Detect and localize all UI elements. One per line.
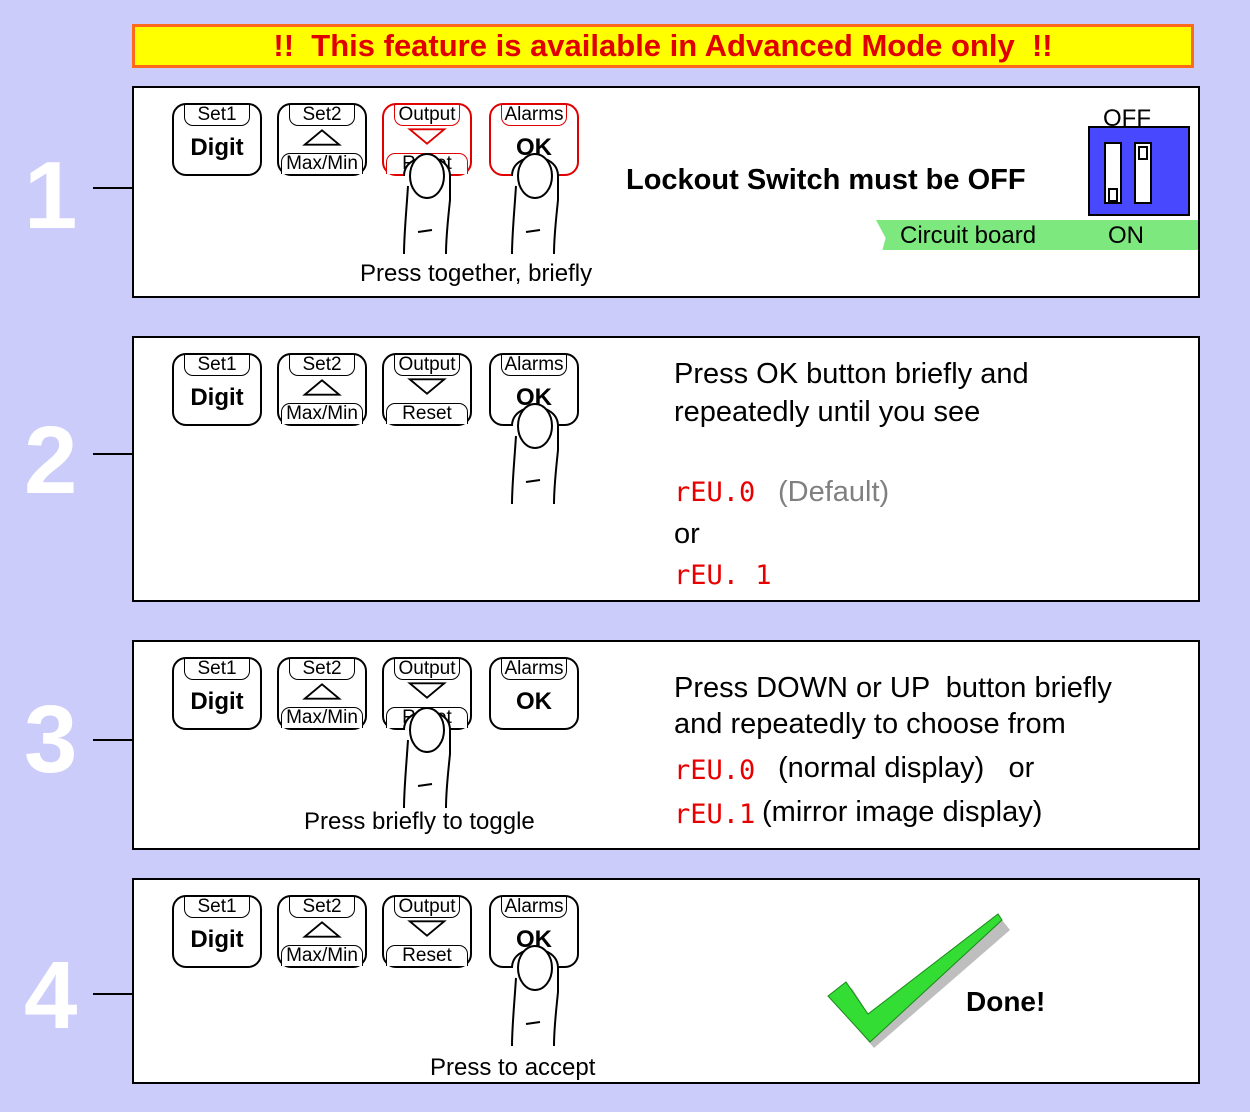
- step-3-number: 3: [24, 686, 78, 793]
- step-3-connector: [93, 739, 133, 741]
- switch-on-label: ON: [1108, 222, 1144, 249]
- finger-press-icon: [403, 707, 451, 809]
- step-2-number: 2: [24, 407, 78, 514]
- key-label-set2: Set2: [289, 105, 355, 126]
- done-label: Done!: [966, 986, 1046, 1017]
- step-1-caption: Press together, briefly: [360, 260, 593, 287]
- key-label-output: Output: [394, 105, 460, 126]
- key-label-set2: Set2: [289, 659, 355, 680]
- key-label-set1: Set1: [184, 897, 250, 918]
- dip-knob: [1138, 146, 1148, 160]
- up-arrow-icon: [302, 129, 342, 146]
- key-label-maxmin: Max/Min: [281, 945, 363, 966]
- key-label-set1: Set1: [184, 659, 250, 680]
- display-reading-b: rEU.1: [674, 799, 756, 830]
- alarms-ok-key[interactable]: Alarms OK: [489, 657, 579, 730]
- dip-knob: [1108, 188, 1118, 202]
- step-3-panel: Set1 Digit Set2 Max/Min Output Reset Ala…: [132, 640, 1200, 850]
- step-4-connector: [93, 993, 133, 995]
- step-2-text-line1: Press OK button briefly and: [674, 358, 1029, 390]
- finger-press-icon: [403, 153, 451, 255]
- step-3-caption: Press briefly to toggle: [304, 808, 535, 835]
- key-label-set1: Set1: [184, 355, 250, 376]
- key-label-set2: Set2: [289, 897, 355, 918]
- key-label-reset: Reset: [386, 403, 468, 424]
- output-down-key[interactable]: Output Reset: [382, 353, 472, 426]
- key-label-maxmin: Max/Min: [281, 153, 363, 174]
- set1-digit-key[interactable]: Set1 Digit: [172, 103, 262, 176]
- step-2-text-line2: repeatedly until you see: [674, 396, 981, 428]
- circuit-board: [876, 220, 1198, 250]
- set2-up-key[interactable]: Set2 Max/Min: [277, 353, 367, 426]
- up-arrow-icon: [302, 379, 342, 396]
- step-2-panel: Set1 Digit Set2 Max/Min Output Reset Ala…: [132, 336, 1200, 602]
- alarms-ok-key[interactable]: Alarms OK: [489, 103, 579, 176]
- down-arrow-icon: [407, 682, 447, 699]
- set2-up-key[interactable]: Set2 Max/Min: [277, 895, 367, 968]
- dip-switch-icon: [1088, 126, 1190, 216]
- step-1-number: 1: [24, 142, 78, 249]
- step-3-text-line1: Press DOWN or UP button briefly: [674, 672, 1112, 704]
- output-down-key[interactable]: Output Reset: [382, 895, 472, 968]
- dip-slot: [1104, 142, 1122, 204]
- key-label-ok: OK: [516, 688, 552, 715]
- display-reading-b-note: (mirror image display): [762, 796, 1043, 828]
- display-reading-a-note: (Default): [778, 476, 890, 508]
- display-reading-a: rEU.0: [674, 755, 756, 786]
- lockout-instruction: Lockout Switch must be OFF: [626, 164, 1026, 196]
- key-label-alarms: Alarms: [501, 355, 567, 376]
- down-arrow-icon: [407, 128, 447, 145]
- key-label-digit: Digit: [190, 134, 244, 161]
- circuit-board-label: Circuit board: [900, 222, 1037, 249]
- checkmark-icon: [827, 913, 1010, 1048]
- down-arrow-icon: [407, 920, 447, 937]
- set2-up-key[interactable]: Set2 Max/Min: [277, 103, 367, 176]
- key-label-output: Output: [394, 659, 460, 680]
- display-reading-a: rEU.0: [674, 477, 756, 508]
- finger-press-icon: [511, 403, 559, 505]
- key-label-digit: Digit: [190, 384, 244, 411]
- up-arrow-icon: [302, 683, 342, 700]
- up-arrow-icon: [302, 921, 342, 938]
- display-reading-b: rEU. 1: [674, 560, 772, 591]
- key-label-reset: Reset: [386, 945, 468, 966]
- step-3-text-line2: and repeatedly to choose from: [674, 708, 1066, 740]
- set1-digit-key[interactable]: Set1 Digit: [172, 353, 262, 426]
- key-label-set2: Set2: [289, 355, 355, 376]
- key-label-output: Output: [394, 355, 460, 376]
- step-4-number: 4: [24, 942, 78, 1049]
- key-label-set1: Set1: [184, 105, 250, 126]
- step-2-connector: [93, 453, 133, 455]
- or-text: or: [674, 518, 700, 550]
- finger-press-icon: [511, 153, 559, 255]
- step-1-panel: Set1 Digit Set2 Max/Min Output Reset Ala…: [132, 86, 1200, 298]
- display-reading-a-note: (normal display) or: [778, 752, 1035, 784]
- set2-up-key[interactable]: Set2 Max/Min: [277, 657, 367, 730]
- key-label-output: Output: [394, 897, 460, 918]
- set1-digit-key[interactable]: Set1 Digit: [172, 895, 262, 968]
- step-1-connector: [93, 187, 133, 189]
- key-label-digit: Digit: [190, 688, 244, 715]
- key-label-maxmin: Max/Min: [281, 707, 363, 728]
- down-arrow-icon: [407, 378, 447, 395]
- set1-digit-key[interactable]: Set1 Digit: [172, 657, 262, 730]
- advanced-mode-banner: !! This feature is available in Advanced…: [132, 24, 1194, 68]
- finger-press-icon: [511, 945, 559, 1047]
- dip-slot: [1134, 142, 1152, 204]
- key-label-alarms: Alarms: [501, 897, 567, 918]
- key-label-digit: Digit: [190, 926, 244, 953]
- key-label-maxmin: Max/Min: [281, 403, 363, 424]
- step-4-panel: Set1 Digit Set2 Max/Min Output Reset Ala…: [132, 878, 1200, 1084]
- key-label-alarms: Alarms: [501, 659, 567, 680]
- step-4-caption: Press to accept: [430, 1054, 596, 1081]
- key-label-alarms: Alarms: [501, 105, 567, 126]
